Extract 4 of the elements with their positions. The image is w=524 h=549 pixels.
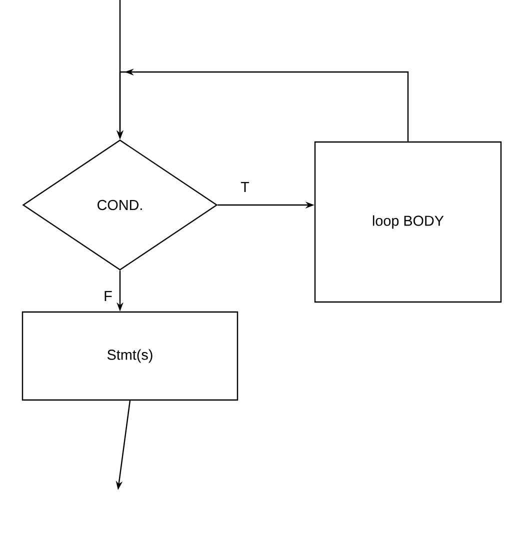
process-box: Stmt(s) [22, 311, 238, 401]
process-box: loop BODY [314, 141, 502, 303]
edge-label: F [102, 290, 114, 302]
edge-label: T [240, 181, 250, 193]
